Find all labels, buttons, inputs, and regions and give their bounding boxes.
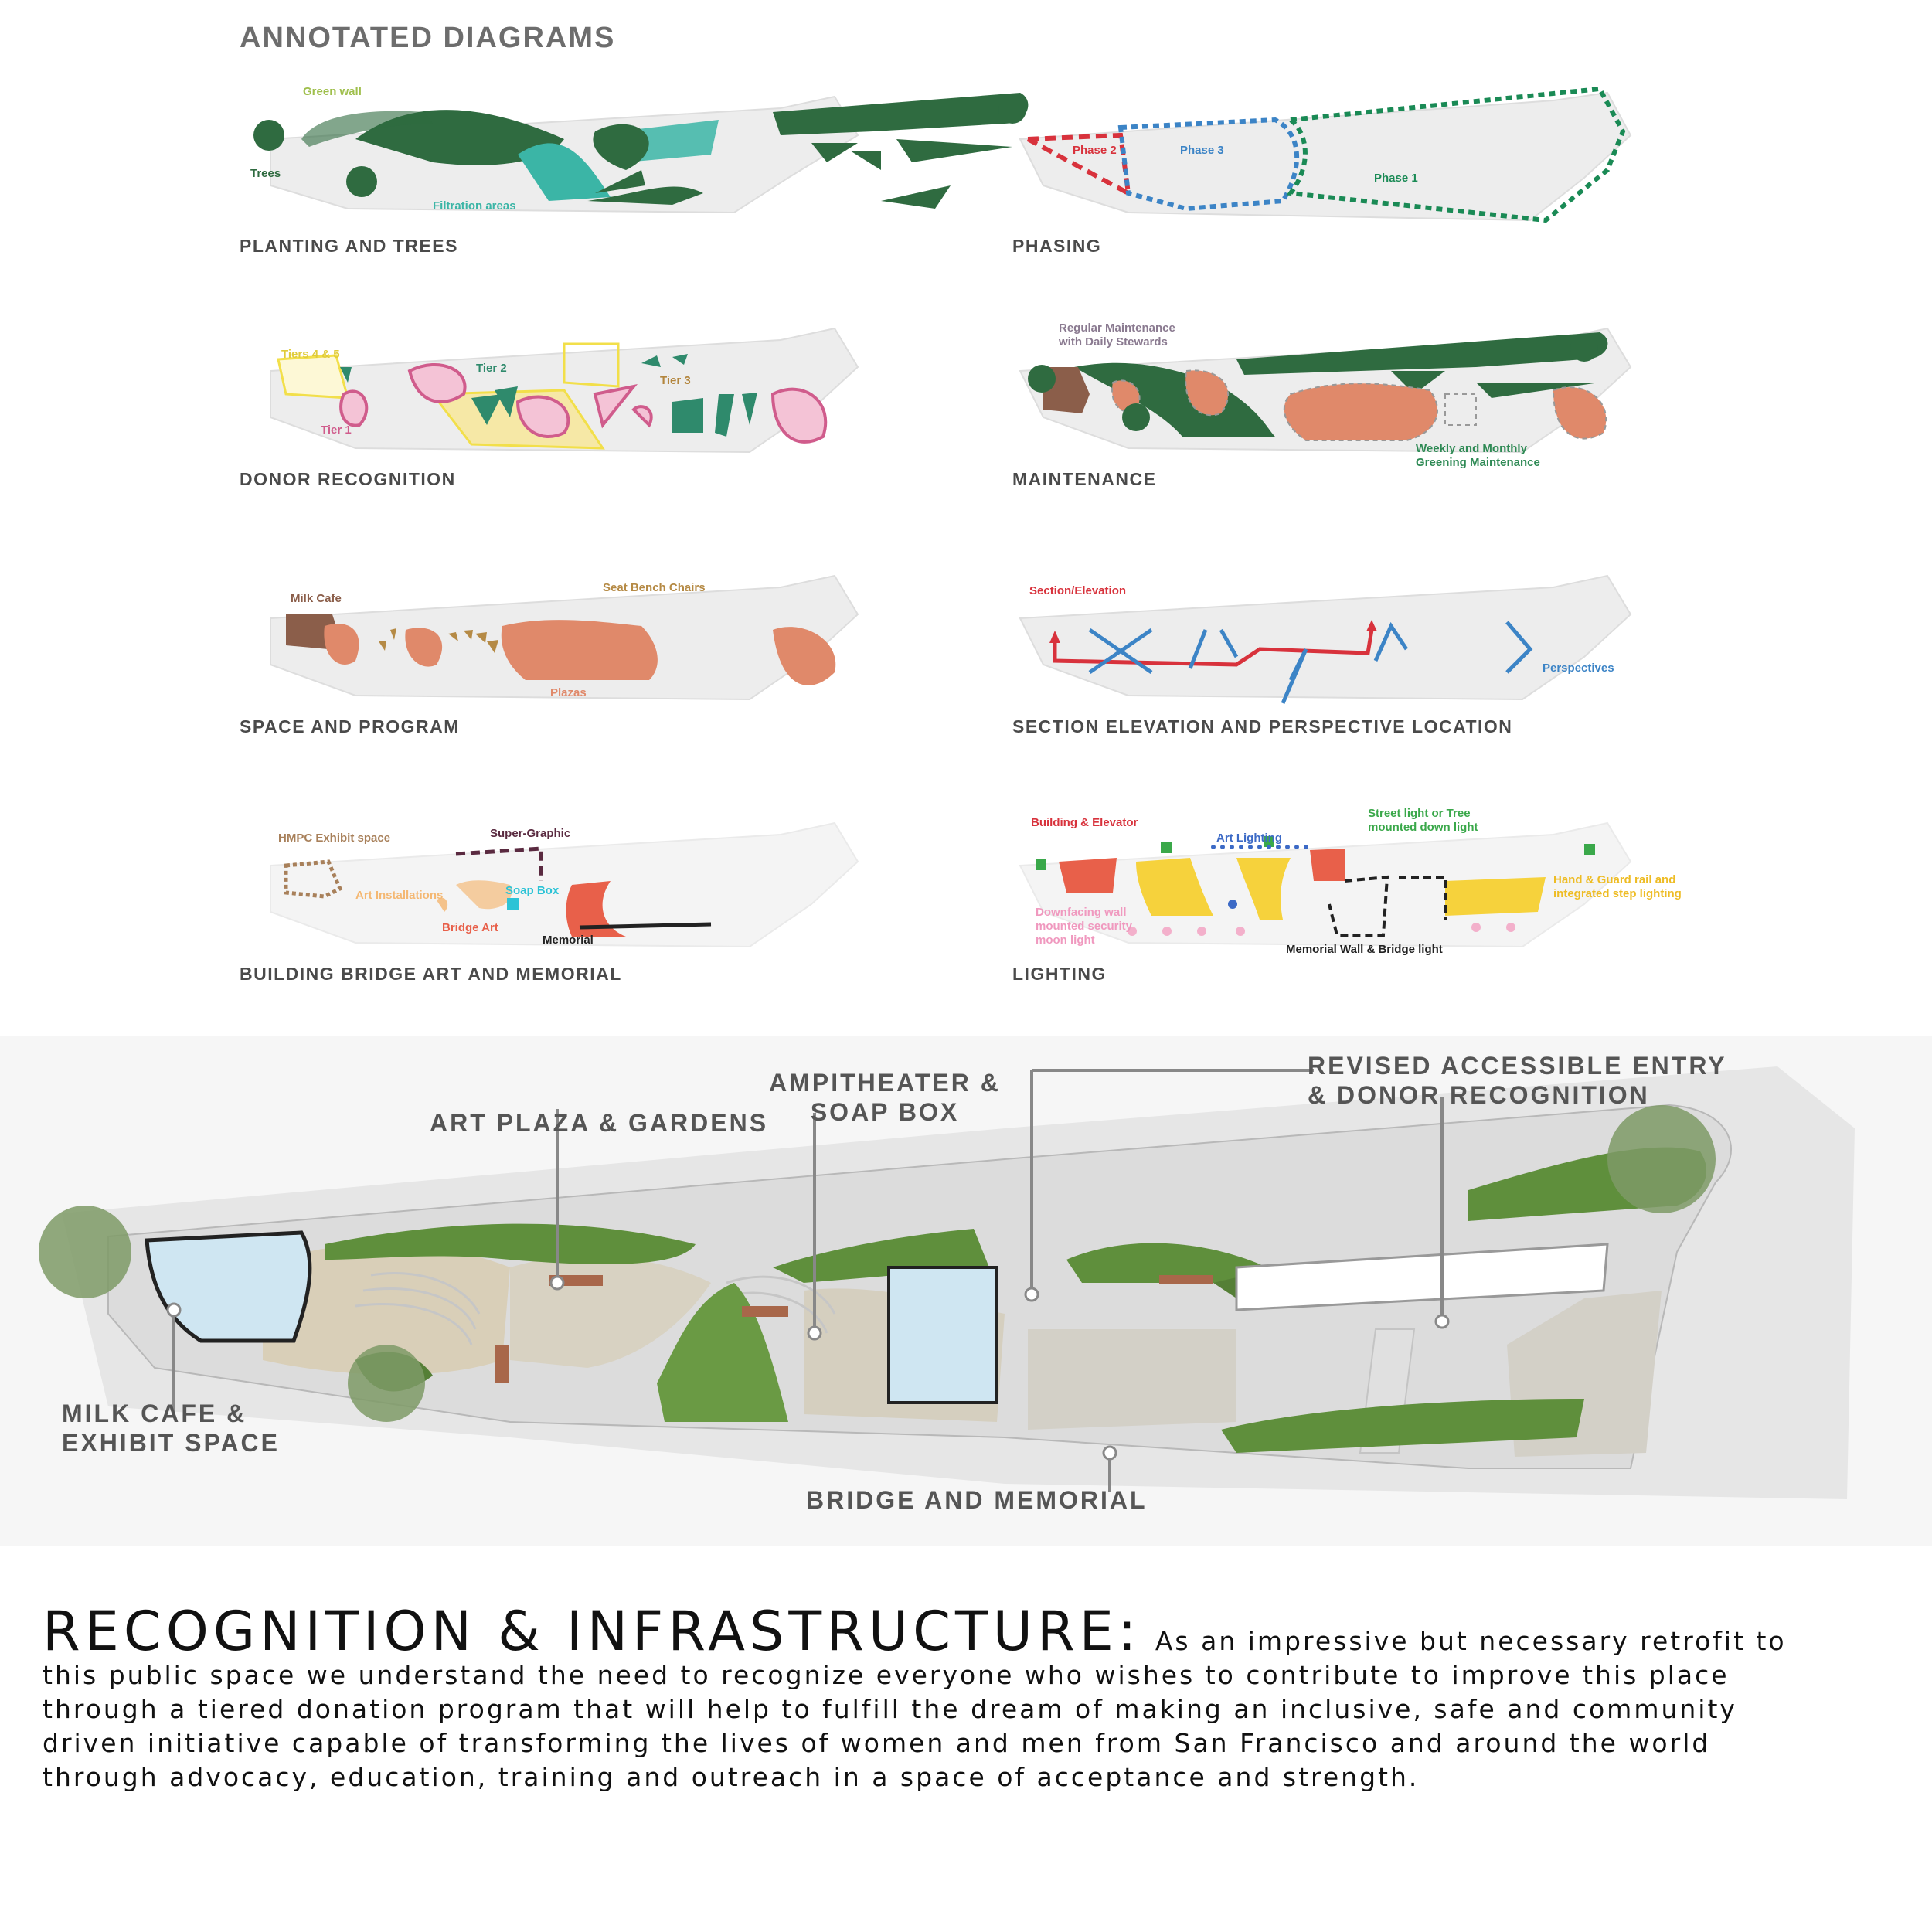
maintenance-panel: Regular Maintenance with Daily Stewards … <box>1012 309 1632 489</box>
downfacing-label: Downfacing wall <box>1036 906 1127 919</box>
bridge-memorial-callout: BRIDGE AND MEMORIAL <box>806 1486 1148 1514</box>
revised-entry-line-1: REVISED ACCESSIBLE ENTRY <box>1308 1052 1727 1080</box>
bridge-panel: HMPC Exhibit space Super-Graphic Art Ins… <box>240 804 859 984</box>
phase-2-label: Phase 2 <box>1073 144 1117 157</box>
regular-maintenance-label: Regular Maintenance <box>1059 321 1175 335</box>
down-light-label: mounted down light <box>1368 821 1478 834</box>
art-plaza-callout: ART PLAZA & GARDENS <box>430 1109 769 1137</box>
tier-2-label: Tier 2 <box>476 362 507 375</box>
memorial-wall-label: Memorial Wall & Bridge light <box>1286 943 1443 956</box>
space-caption: SPACE AND PROGRAM <box>240 716 460 736</box>
hand-guard-label: Hand & Guard rail and <box>1553 873 1676 886</box>
callout-leaders <box>166 1069 1450 1492</box>
lighting-caption: LIGHTING <box>1012 964 1107 984</box>
ampitheater-line-1: AMPITHEATER & <box>769 1069 1001 1097</box>
lighting-panel: Building & Elevator Art Lighting Street … <box>1012 804 1682 984</box>
weekly-monthly-label: Weekly and Monthly <box>1416 442 1527 455</box>
phasing-caption: PHASING <box>1012 236 1102 256</box>
memorial-label: Memorial <box>543 934 594 947</box>
space-diagram <box>270 574 859 701</box>
ampitheater-callout: AMPITHEATER & SOAP BOX <box>765 1068 1005 1127</box>
bridge-art-label: Bridge Art <box>442 921 498 934</box>
plazas-label: Plazas <box>550 686 587 699</box>
body-line-5: through advocacy, education, training an… <box>43 1762 1420 1792</box>
street-light-label: Street light or Tree <box>1368 807 1471 820</box>
phasing-panel: Phase 2 Phase 3 Phase 1 PHASING <box>1012 77 1632 256</box>
body-line-1: As an impressive but necessary retrofit … <box>1155 1626 1787 1656</box>
milk-cafe-line-1: MILK CAFE & <box>62 1400 247 1427</box>
section-title: RECOGNITION & INFRASTRUCTURE: <box>43 1600 1141 1663</box>
section-diagram <box>1019 574 1632 704</box>
planting-caption: PLANTING AND TREES <box>240 236 458 256</box>
ampitheater-line-2: SOAP BOX <box>810 1098 960 1126</box>
phase-3-label: Phase 3 <box>1180 144 1224 157</box>
body-line-2: this public space we understand the need… <box>43 1660 1730 1690</box>
revised-entry-callout: REVISED ACCESSIBLE ENTRY & DONOR RECOGNI… <box>1308 1051 1727 1110</box>
planting-diagram <box>253 93 1029 214</box>
hmpc-exhibit-label: HMPC Exhibit space <box>278 832 391 845</box>
milk-cafe-line-2: EXHIBIT SPACE <box>62 1429 280 1457</box>
planting-panel: Green wall Trees Filtration areas PLANTI… <box>240 77 1029 256</box>
soap-box-label: Soap Box <box>505 884 560 897</box>
maintenance-diagram <box>1019 327 1632 454</box>
green-wall-label: Green wall <box>303 85 362 98</box>
phase-1-label: Phase 1 <box>1374 172 1418 185</box>
security-label: mounted security <box>1036 920 1133 933</box>
body-line-3: through a tiered donation program that w… <box>43 1694 1737 1724</box>
bridge-caption: BUILDING BRIDGE ART AND MEMORIAL <box>240 964 622 984</box>
trees-label: Trees <box>250 167 281 180</box>
description-block: RECOGNITION & INFRASTRUCTURE: As an impr… <box>43 1600 1897 1794</box>
revised-entry-line-2: & DONOR RECOGNITION <box>1308 1081 1650 1109</box>
art-lighting-label: Art Lighting <box>1216 832 1282 845</box>
perspectives-label: Perspectives <box>1543 662 1614 675</box>
milk-cafe-callout: MILK CAFE & EXHIBIT SPACE <box>62 1399 280 1458</box>
milk-cafe-label: Milk Cafe <box>291 592 342 605</box>
building-elevator-label: Building & Elevator <box>1031 816 1138 829</box>
maintenance-caption: MAINTENANCE <box>1012 469 1157 489</box>
tiers-4-5-label: Tiers 4 & 5 <box>281 348 340 361</box>
super-graphic-label: Super-Graphic <box>490 827 571 840</box>
donor-caption: DONOR RECOGNITION <box>240 469 456 489</box>
daily-stewards-label: with Daily Stewards <box>1059 335 1168 349</box>
seat-bench-label: Seat Bench Chairs <box>603 581 706 594</box>
site-plan: AMPITHEATER & SOAP BOX REVISED ACCESSIBL… <box>0 1036 1932 1546</box>
page-heading: ANNOTATED DIAGRAMS <box>240 22 616 54</box>
filtration-label: Filtration areas <box>433 199 516 213</box>
tier-1-label: Tier 1 <box>321 423 352 437</box>
space-panel: Milk Cafe Seat Bench Chairs Plazas SPACE… <box>240 556 859 736</box>
donor-panel: Tiers 4 & 5 Tier 2 Tier 3 Tier 1 DONOR R… <box>240 309 859 489</box>
donor-diagram <box>270 327 859 454</box>
greening-maintenance-label: Greening Maintenance <box>1416 456 1540 469</box>
lighting-diagram <box>1019 821 1632 948</box>
site-plan-drawing <box>0 1036 1932 1546</box>
section-panel: Section/Elevation Perspectives SECTION E… <box>1012 556 1632 736</box>
bridge-diagram <box>270 821 859 948</box>
body-line-4: driven initiative capable of transformin… <box>43 1728 1711 1758</box>
moon-light-label: moon light <box>1036 934 1095 947</box>
phasing-diagram <box>1019 86 1632 223</box>
art-installations-label: Art Installations <box>355 889 444 902</box>
step-lighting-label: integrated step lighting <box>1553 887 1682 900</box>
section-elevation-label: Section/Elevation <box>1029 584 1127 597</box>
tier-3-label: Tier 3 <box>660 374 691 387</box>
section-caption: SECTION ELEVATION AND PERSPECTIVE LOCATI… <box>1012 716 1513 736</box>
